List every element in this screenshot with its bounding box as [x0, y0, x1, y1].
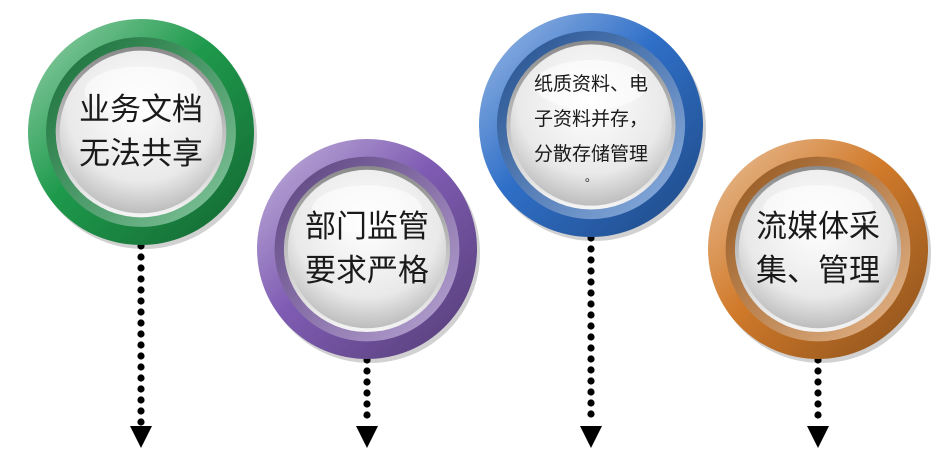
node-paper-electronic-line-1: 纸质资料、电	[533, 73, 648, 96]
ring-highlight-department-supervision	[312, 185, 422, 234]
node-paper-electronic-line-2: 子资料并存，	[533, 108, 648, 131]
connector-dot-business-docs	[137, 396, 145, 404]
node-paper-electronic-text: 纸质资料、电 子资料并存， 分散存储管理 。	[510, 44, 671, 205]
connector-dot-business-docs	[137, 308, 145, 316]
node-streaming-media-line-2: 集、管理	[755, 252, 880, 289]
connector-dot-paper-electronic	[587, 410, 595, 418]
node-business-docs: 业务文档 无法共享	[21, 12, 261, 252]
arrowhead-business-docs	[130, 426, 152, 448]
node-streaming-media-text: 流媒体采 集、管理	[739, 170, 897, 328]
connector-dot-business-docs	[137, 341, 145, 349]
connector-dot-paper-electronic	[587, 366, 595, 374]
connector-dot-department-supervision	[363, 378, 371, 386]
node-department-supervision-line-2: 要求严格	[304, 252, 429, 289]
connector-dot-paper-electronic	[587, 245, 595, 253]
connector-dot-business-docs	[137, 275, 145, 283]
connector-dot-business-docs	[137, 352, 145, 360]
node-business-docs-text: 业务文档 无法共享	[60, 51, 223, 214]
ring-paper-electronic	[479, 13, 706, 241]
connector-dot-business-docs	[137, 264, 145, 272]
connector-dot-department-supervision	[363, 400, 371, 408]
connector-dot-paper-electronic	[587, 256, 595, 264]
ring-highlight-paper-electronic	[535, 60, 647, 110]
arrowhead-streaming-media	[807, 426, 829, 448]
node-business-docs-line-2: 无法共享	[78, 135, 203, 172]
connector-dot-business-docs	[137, 330, 145, 338]
connector-dot-streaming-media	[814, 411, 822, 419]
ring-department-supervision	[257, 139, 480, 363]
connector-dot-business-docs	[137, 286, 145, 294]
ring-highlight-streaming-media	[763, 185, 873, 234]
connector-dot-paper-electronic	[587, 333, 595, 341]
node-department-supervision: 部门监管 要求严格	[250, 132, 484, 366]
connector-dot-business-docs	[137, 385, 145, 393]
connector-dot-streaming-media	[814, 367, 822, 375]
connector-dot-paper-electronic	[587, 399, 595, 407]
connector-dot-business-docs	[137, 407, 145, 415]
connector-dot-business-docs	[137, 418, 145, 426]
ring-streaming-media	[708, 139, 931, 363]
connector-dot-paper-electronic	[587, 355, 595, 363]
connector-dot-department-supervision	[363, 389, 371, 397]
connector-dot-department-supervision	[363, 367, 371, 375]
connector-dot-paper-electronic	[587, 344, 595, 352]
connector-dot-business-docs	[137, 319, 145, 327]
connector-dot-streaming-media	[814, 400, 822, 408]
connector-dot-business-docs	[137, 363, 145, 371]
connector-dot-paper-electronic	[587, 300, 595, 308]
connector-dot-paper-electronic	[587, 267, 595, 275]
connector-dot-paper-electronic	[587, 388, 595, 396]
node-paper-electronic-line-4: 。	[584, 170, 597, 185]
connector-dot-paper-electronic	[587, 322, 595, 330]
connector-dot-department-supervision	[363, 411, 371, 419]
connector-dot-business-docs	[137, 297, 145, 305]
node-department-supervision-text: 部门监管 要求严格	[288, 170, 446, 328]
connector-dot-paper-electronic	[587, 278, 595, 286]
node-business-docs-line-1: 业务文档	[78, 91, 203, 128]
connector-dot-streaming-media	[814, 389, 822, 397]
node-paper-electronic-line-3: 分散存储管理	[533, 143, 648, 166]
connector-dot-streaming-media	[814, 378, 822, 386]
connector-dot-business-docs	[137, 253, 145, 261]
node-paper-electronic: 纸质资料、电 子资料并存， 分散存储管理 。	[472, 6, 710, 244]
ring-highlight-business-docs	[84, 66, 198, 117]
arrowhead-department-supervision	[356, 426, 378, 448]
connector-dot-paper-electronic	[587, 289, 595, 297]
arrowhead-paper-electronic	[580, 426, 602, 448]
connector-dot-paper-electronic	[587, 311, 595, 319]
connector-dot-paper-electronic	[587, 377, 595, 385]
connector-dot-business-docs	[137, 374, 145, 382]
node-department-supervision-line-1: 部门监管	[304, 208, 429, 245]
ring-business-docs	[28, 19, 257, 249]
node-streaming-media-line-1: 流媒体采	[755, 208, 880, 245]
node-streaming-media: 流媒体采 集、管理	[701, 132, 935, 366]
